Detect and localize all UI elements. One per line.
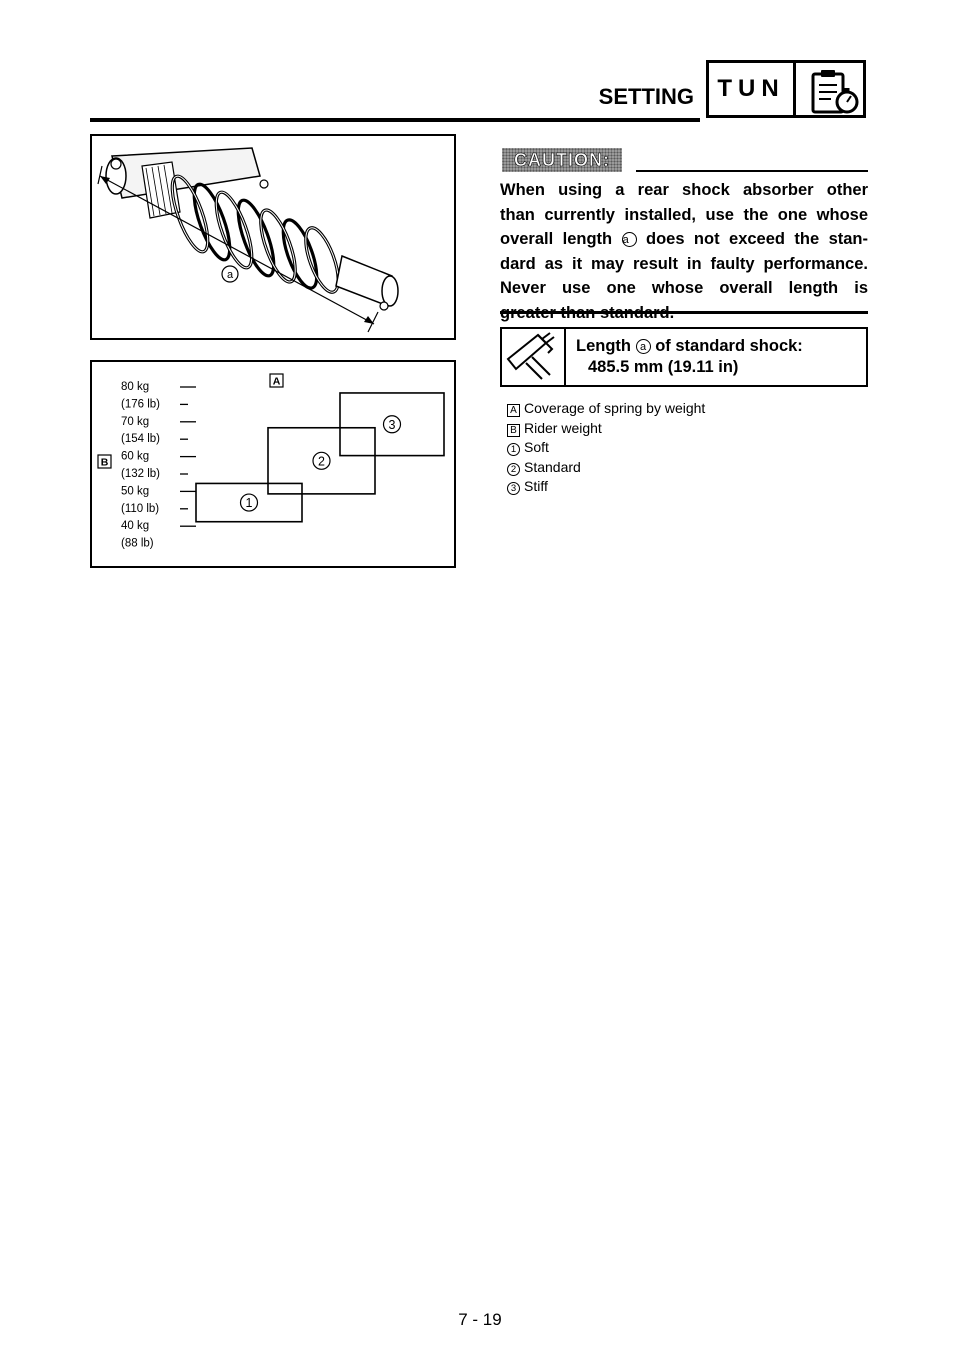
- caliper-icon: [506, 332, 555, 380]
- chapter-tab: TUN: [706, 60, 866, 118]
- caution-line: dard as it may result in faulty performa…: [500, 254, 868, 273]
- legend-item: 3 Stiff: [507, 477, 857, 497]
- range-box-3: [339, 392, 445, 457]
- chart-tick-label: (110 lb): [121, 503, 159, 515]
- legend-text: Stiff: [524, 478, 548, 494]
- legend-key: 1: [507, 443, 520, 456]
- caution-line: When using a rear shock absorber other: [500, 181, 868, 199]
- caution-line-part: does not exceed the stan-: [646, 230, 868, 248]
- chart-tick-label: 70 kg: [121, 416, 149, 428]
- spec-icon-cell: [502, 329, 566, 385]
- range-box-2: [267, 426, 376, 495]
- callout-a-label: a: [227, 269, 234, 281]
- caution-line: overall length a does not exceed the sta…: [500, 227, 868, 252]
- legend-item: 2 Standard: [507, 458, 857, 478]
- chart-tick-label: 40 kg: [121, 520, 149, 532]
- legend-item: A Coverage of spring by weight: [507, 399, 857, 419]
- legend-text: Rider weight: [524, 419, 602, 436]
- range-box-1: [195, 482, 303, 523]
- legend-item: 1 Soft: [507, 438, 857, 458]
- chart-axis-box: [97, 454, 112, 469]
- caution-line: than currently installed, use the one wh…: [500, 205, 868, 224]
- spring-coverage-svg: A B 80 kg (176 lb) 70 kg (154 lb) 60 kg (132 …: [97, 373, 445, 550]
- chart-tick-label: (132 lb): [121, 468, 160, 480]
- legend: A Coverage of spring by weight B Rider wei…: [507, 399, 857, 497]
- legend-text: Standard: [524, 458, 581, 475]
- chart-axis-label: B: [101, 457, 109, 469]
- callout-a: a: [635, 339, 651, 354]
- spring-coverage-chart: A B 80 kg (176 lb) 70 kg (154 lb) 60 kg (132 …: [90, 360, 456, 568]
- range-marker-3: [382, 415, 402, 434]
- range-label-1: 1: [246, 496, 253, 510]
- legend-key: 2: [507, 462, 520, 476]
- range-marker-2: [312, 451, 331, 470]
- caution-line-part: overall length: [500, 230, 613, 248]
- spec-value: 485.5 mm (19.11 in): [588, 358, 739, 376]
- caution-text: When using a rear shock absorber other t…: [500, 178, 868, 325]
- rear-shock-absorber-illustration: a: [97, 147, 399, 333]
- chart-tick-label: 50 kg: [121, 485, 149, 497]
- chart-corner-box: [269, 373, 284, 388]
- range-label-2: 2: [318, 454, 325, 468]
- shock-absorber-figure: a: [90, 134, 456, 340]
- legend-key: 3: [507, 482, 520, 495]
- callout-a: a: [621, 232, 637, 247]
- spec-label-suffix: of standard shock:: [655, 337, 803, 355]
- chart-tick-label: (88 lb): [121, 538, 154, 550]
- range-label-3: 3: [389, 418, 396, 432]
- chart-corner-label: A: [273, 376, 281, 388]
- range-marker-1: [239, 493, 259, 512]
- caution-label: CAUTION:: [502, 148, 622, 172]
- header-rule: [90, 118, 700, 122]
- legend-key: A: [507, 404, 520, 417]
- caution-end-rule: [500, 311, 868, 314]
- spec-label: Length a of standard shock:: [576, 337, 803, 356]
- section-title: SETTING: [598, 84, 694, 109]
- chart-tick-label: (176 lb): [121, 398, 160, 410]
- chart-tick-label: 80 kg: [121, 381, 149, 393]
- legend-item: B Rider weight: [507, 419, 857, 439]
- chart-tick-label: 60 kg: [121, 451, 149, 463]
- clipboard-stopwatch-icon: [811, 70, 859, 114]
- caution-line: Never use one whose overall length is: [500, 279, 868, 297]
- legend-text: Coverage of spring by weight: [524, 400, 706, 416]
- spec-box: Length a of standard shock: 485.5 mm (19…: [500, 327, 868, 387]
- page-number: 7 - 19: [458, 1310, 502, 1329]
- spec-label-prefix: Length: [576, 337, 631, 355]
- legend-key: B: [507, 423, 520, 437]
- legend-text: Soft: [524, 439, 549, 455]
- chapter-code: TUN: [717, 75, 785, 102]
- chart-tick-label: (154 lb): [121, 433, 160, 445]
- caution-rule: [636, 170, 868, 172]
- tab-divider: [793, 63, 796, 115]
- callout-a: [221, 265, 239, 283]
